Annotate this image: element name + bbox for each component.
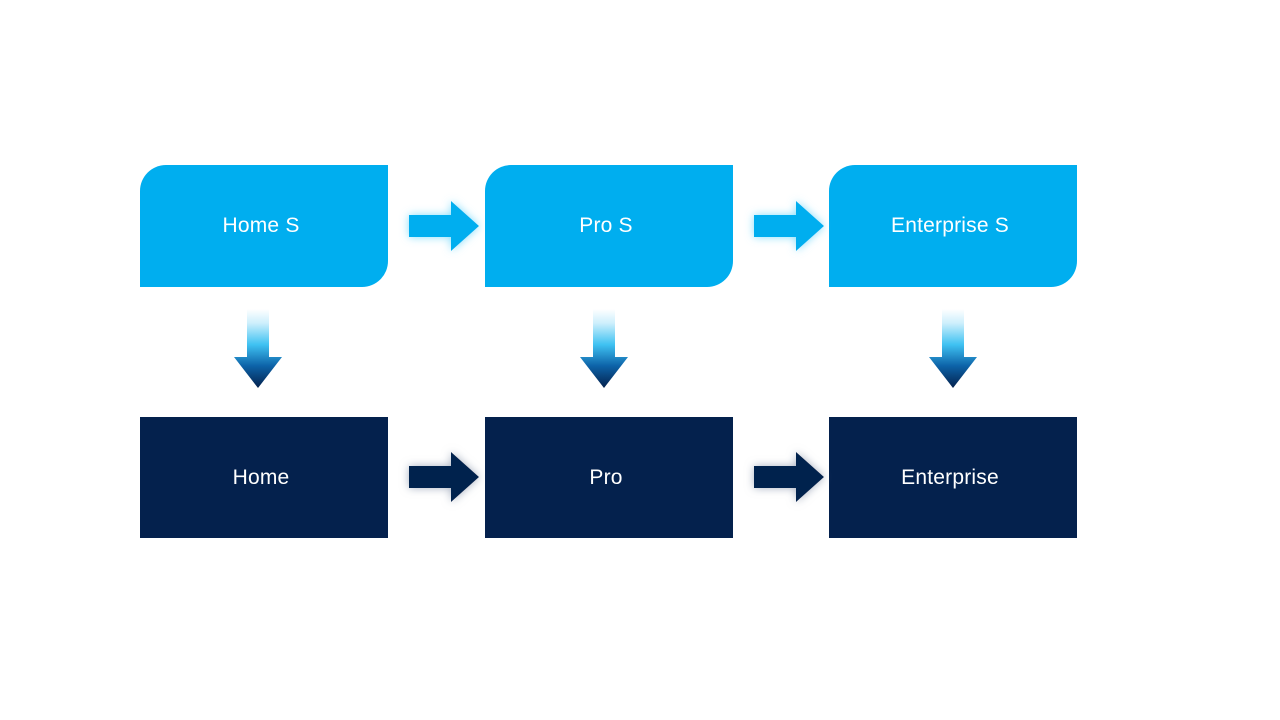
arrow-down-icon bbox=[576, 307, 632, 391]
node-label: Pro bbox=[589, 465, 623, 489]
node-label: Enterprise bbox=[901, 465, 999, 489]
node-label: Home S bbox=[222, 214, 300, 238]
arrow-right-icon bbox=[399, 446, 485, 508]
arrow-right-icon bbox=[744, 195, 830, 257]
node-label: Enterprise S bbox=[891, 214, 1009, 238]
arrow-down-icon bbox=[925, 307, 981, 391]
node-enterprise[interactable]: Enterprise bbox=[829, 417, 1077, 538]
node-home-s[interactable]: Home S bbox=[140, 165, 388, 287]
node-pro[interactable]: Pro bbox=[485, 417, 733, 538]
node-home[interactable]: Home bbox=[140, 417, 388, 538]
node-enterprise-s[interactable]: Enterprise S bbox=[829, 165, 1077, 287]
node-label: Pro S bbox=[579, 214, 633, 238]
arrow-right-icon bbox=[744, 446, 830, 508]
node-pro-s[interactable]: Pro S bbox=[485, 165, 733, 287]
arrow-right-icon bbox=[399, 195, 485, 257]
node-label: Home bbox=[232, 465, 290, 489]
arrow-down-icon bbox=[230, 307, 286, 391]
